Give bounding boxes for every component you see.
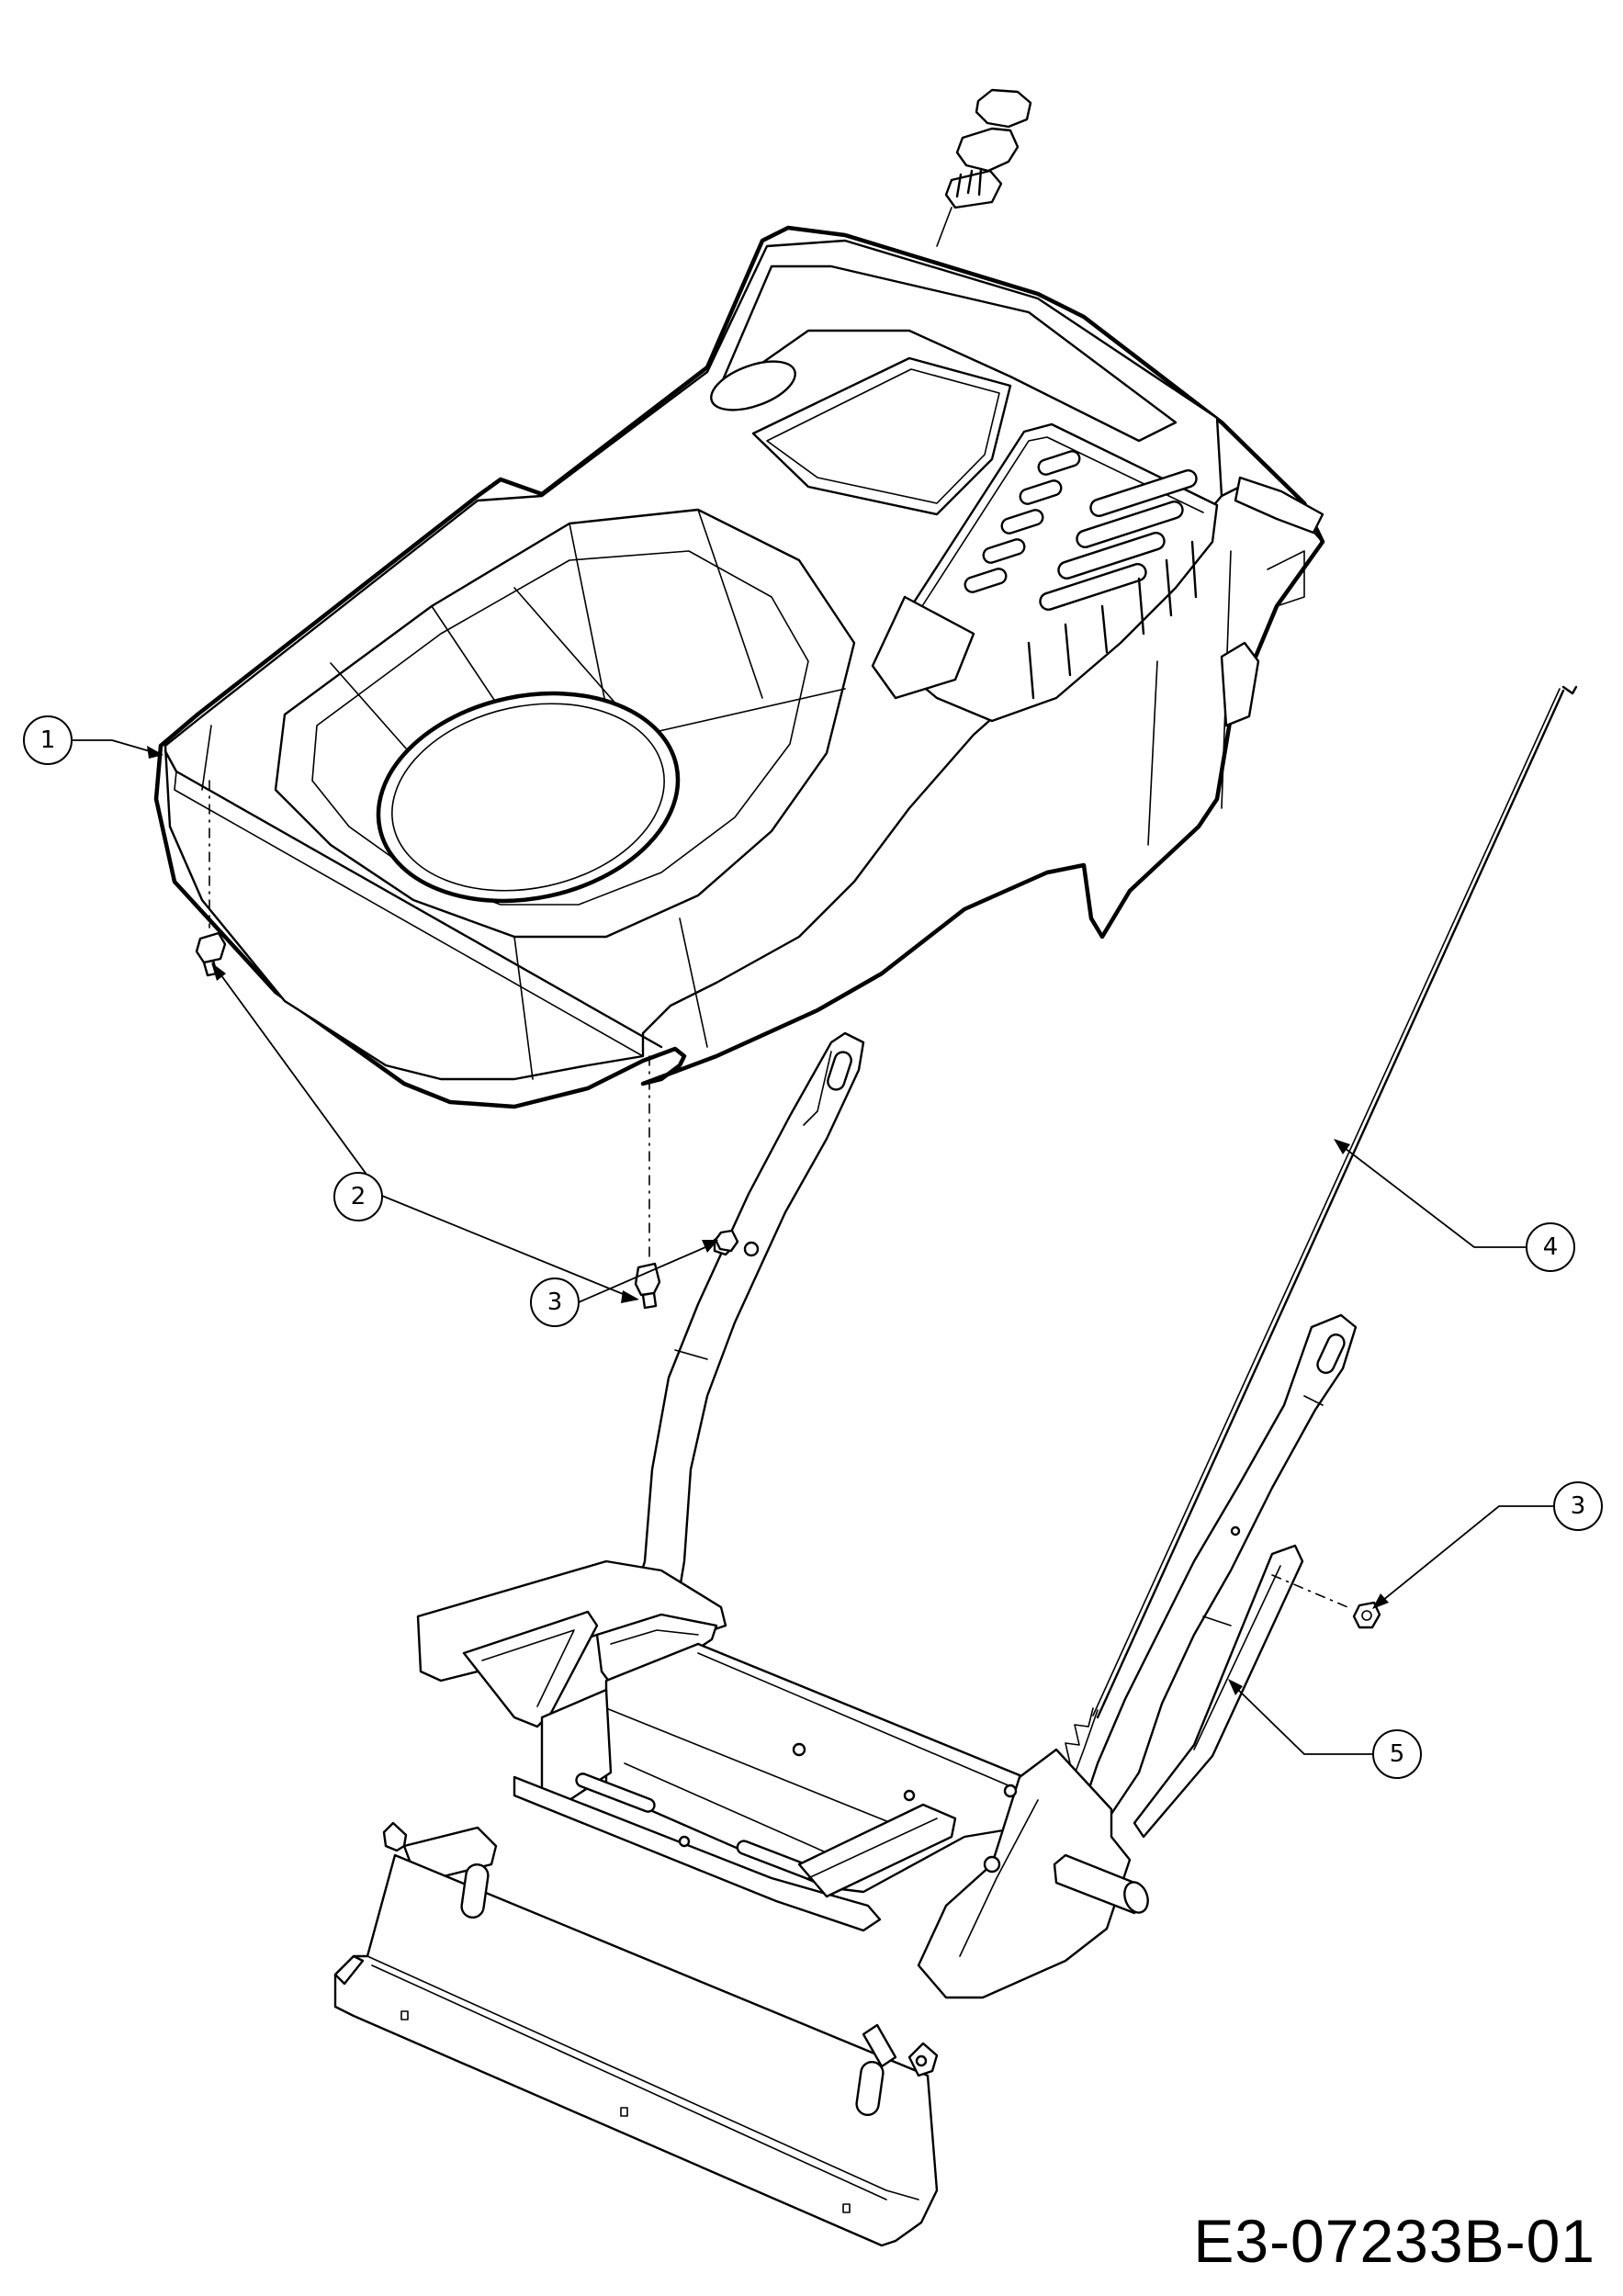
screw-right (634, 1262, 661, 1310)
leader-lines (70, 739, 1554, 1755)
callout-3-upper-label: 3 (547, 1289, 563, 1316)
nut-lower-hole (1361, 1610, 1372, 1621)
callout-3-upper: 3 (530, 1277, 580, 1327)
nut-lower (1352, 1601, 1381, 1629)
base-frame (382, 1559, 1149, 1999)
drawing-code: E3-07233B-01 (1193, 2207, 1595, 2275)
callout-5-label: 5 (1390, 1740, 1405, 1768)
callout-1-label: 1 (40, 726, 56, 754)
flat-strap (1133, 1544, 1304, 1839)
nut-upper (714, 1229, 739, 1253)
callout-2: 2 (333, 1172, 383, 1221)
callout-3-lower: 3 (1553, 1481, 1603, 1531)
scraper-plate (333, 1853, 939, 2247)
callout-3-lower-label: 3 (1571, 1492, 1586, 1520)
centerline-nut (1271, 1574, 1353, 1610)
callout-4: 4 (1526, 1222, 1575, 1272)
callout-4-label: 4 (1543, 1233, 1559, 1261)
callout-5: 5 (1372, 1729, 1422, 1779)
right-handle-bar (1082, 1313, 1358, 1829)
control-knob (936, 88, 1032, 247)
cover-housing (153, 225, 1325, 1109)
vent-slots (964, 450, 1198, 611)
left-handle-bar (604, 1031, 865, 1655)
callout-2-label: 2 (351, 1183, 366, 1210)
screw-left (195, 931, 227, 977)
callout-1: 1 (23, 715, 73, 765)
